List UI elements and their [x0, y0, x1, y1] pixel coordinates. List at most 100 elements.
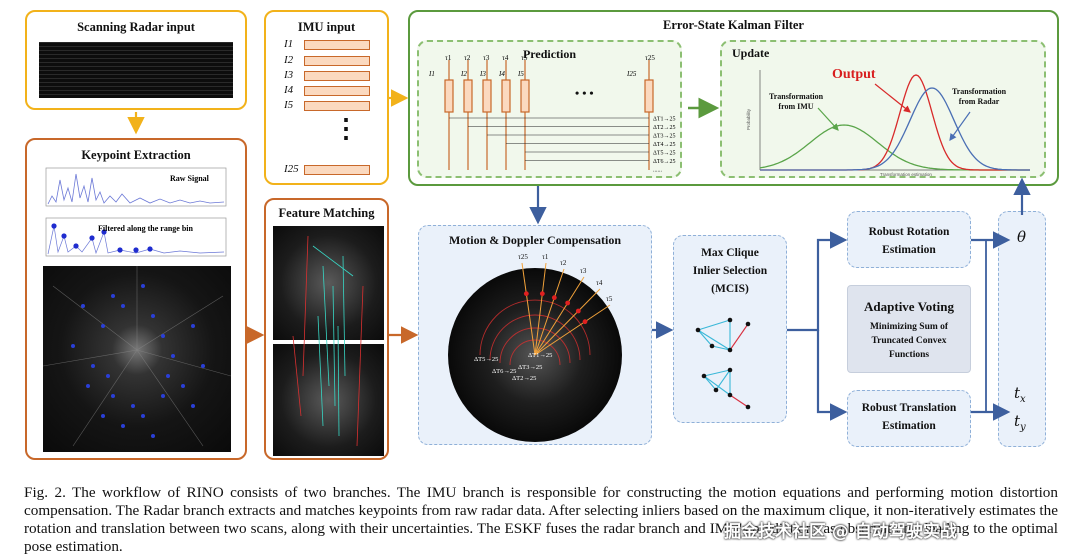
motion-delta-label: ΔT2→25 — [512, 375, 536, 382]
rotation-line1: Robust Rotation — [868, 226, 950, 238]
from-imu-label: Transformation from IMU — [768, 92, 824, 112]
prediction-tau: τ25 — [645, 54, 655, 62]
prediction-imu-block — [482, 79, 492, 113]
doppler-point — [575, 308, 581, 314]
motion-doppler-title: Motion & Doppler Compensation — [448, 233, 622, 247]
matching-image-top — [273, 226, 384, 340]
radar-scan-image — [39, 42, 233, 98]
prediction-input: I5 — [517, 70, 524, 78]
translation-line2: Estimation — [882, 420, 936, 432]
motion-tau: τ3 — [580, 267, 587, 275]
raw-signal-label: Raw Signal — [170, 174, 210, 183]
robust-rotation-panel — [847, 211, 971, 268]
prediction-title: Prediction — [522, 47, 577, 61]
motion-delta-label: ΔT6→25 — [492, 368, 516, 375]
doppler-point — [539, 291, 545, 297]
imu-vertical-dots: ⋮ — [333, 114, 359, 143]
scanning-radar-panel: Scanning Radar input — [25, 10, 247, 110]
update-xlabel: Transformation estimation — [880, 172, 932, 177]
rotation-line2: Estimation — [882, 244, 936, 256]
from-radar-label: Transformation from Radar — [951, 87, 1007, 107]
doppler-point — [523, 291, 529, 297]
prediction-input: I3 — [479, 70, 486, 78]
mcis-line2: Inlier Selection — [692, 265, 768, 277]
prediction-input: I25 — [626, 70, 637, 78]
update-title: Update — [732, 46, 770, 60]
imu-row: I1 — [284, 38, 378, 51]
prediction-input: I2 — [460, 70, 467, 78]
imu-input-title: IMU input — [297, 20, 356, 34]
prediction-delta-label: ...... — [653, 168, 663, 174]
prediction-delta-label: ΔT4→25 — [653, 142, 676, 148]
filtered-label: Filtered along the range bin — [98, 224, 194, 233]
prediction-imu-block — [501, 79, 511, 113]
imu-row: I3 — [284, 69, 378, 82]
prediction-tau: τ4 — [502, 54, 509, 62]
flow-arrows — [127, 89, 1031, 421]
mcis-line3: (MCIS) — [711, 283, 749, 295]
prediction-imu-block — [444, 79, 454, 113]
doppler-ray — [534, 268, 565, 356]
mcis-line1: Max Clique — [701, 247, 759, 259]
keypoint-extraction-panel: Keypoint Extraction — [25, 138, 247, 460]
motion-tau: τ25 — [518, 253, 528, 261]
imu-row: I5 — [284, 99, 378, 112]
ty-output: ty — [1014, 412, 1026, 433]
adaptive-line3: Functions — [888, 350, 930, 360]
motion-delta-label: ΔT5→25 — [474, 356, 498, 363]
ty-subscript: y — [1020, 422, 1026, 433]
motion-tau: τ5 — [606, 295, 613, 303]
imu-label: I2 — [284, 54, 294, 66]
doppler-point — [551, 295, 557, 301]
prediction-tau: τ1 — [445, 54, 452, 62]
motion-tau: τ4 — [596, 279, 603, 287]
robust-translation-panel — [847, 390, 971, 447]
imu-input-panel: IMU input — [264, 10, 389, 185]
scanning-radar-title: Scanning Radar input — [77, 20, 195, 34]
prediction-diagram: τ1I1τ2I2τ3I3τ4I4τ5I5τ25I25ΔT1→25ΔT2→25ΔT… — [428, 54, 676, 174]
tx-output: tx — [1014, 384, 1026, 405]
prediction-imu-block — [520, 79, 530, 113]
motion-delta-label: ΔT3→25 — [518, 364, 542, 371]
feature-matching-panel: Feature Matching — [264, 198, 389, 460]
prediction-tau: τ2 — [464, 54, 471, 62]
doppler-ray — [534, 276, 585, 356]
feature-matching-title: Feature Matching — [278, 206, 375, 220]
update-gaussians: Transformation estimation Probability — [746, 70, 1030, 177]
motion-delta-label: ΔT1→25 — [528, 352, 552, 359]
update-panel: Update — [720, 40, 1046, 178]
translation-line1: Robust Translation — [861, 402, 957, 414]
adaptive-line1: Minimizing Sum of — [869, 322, 949, 332]
imu-row: I4 — [284, 84, 378, 97]
tx-subscript: x — [1020, 394, 1026, 405]
imu-label: I25 — [284, 163, 299, 175]
prediction-delta-label: ΔT5→25 — [653, 151, 676, 157]
adaptive-line2: Truncated Convex — [871, 336, 947, 346]
prediction-ellipsis: • • • — [575, 86, 594, 100]
prediction-input: I4 — [498, 70, 505, 78]
raw-signal-plot: Raw Signal — [45, 167, 227, 207]
imu-row: I2 — [284, 54, 378, 67]
tx-symbol: t — [1014, 384, 1021, 402]
update-ylabel: Probability — [746, 108, 751, 130]
adaptive-title: Adaptive Voting — [864, 299, 954, 314]
eskf-title: Error-State Kalman Filter — [663, 18, 804, 32]
prediction-delta-label: ΔT2→25 — [653, 125, 676, 131]
prediction-delta-label: ΔT1→25 — [653, 117, 676, 123]
doppler-ray — [534, 304, 611, 356]
doppler-ray — [521, 262, 536, 356]
mcis-graphs — [695, 317, 751, 410]
ty-symbol: t — [1014, 412, 1021, 430]
prediction-input: I1 — [428, 70, 435, 78]
eskf-panel: Error-State Kalman Filter — [408, 10, 1059, 186]
motion-tau: τ2 — [560, 259, 567, 267]
prediction-panel: Prediction — [417, 40, 682, 178]
doppler-point — [565, 300, 571, 306]
match-lines — [292, 235, 364, 447]
prediction-imu-block — [463, 79, 473, 113]
prediction-imu-block — [644, 79, 654, 113]
keypoint-extraction-title: Keypoint Extraction — [81, 148, 191, 162]
filtered-signal-plot: Filtered along the range bin — [45, 217, 227, 257]
imu-row: I25 — [284, 163, 378, 176]
